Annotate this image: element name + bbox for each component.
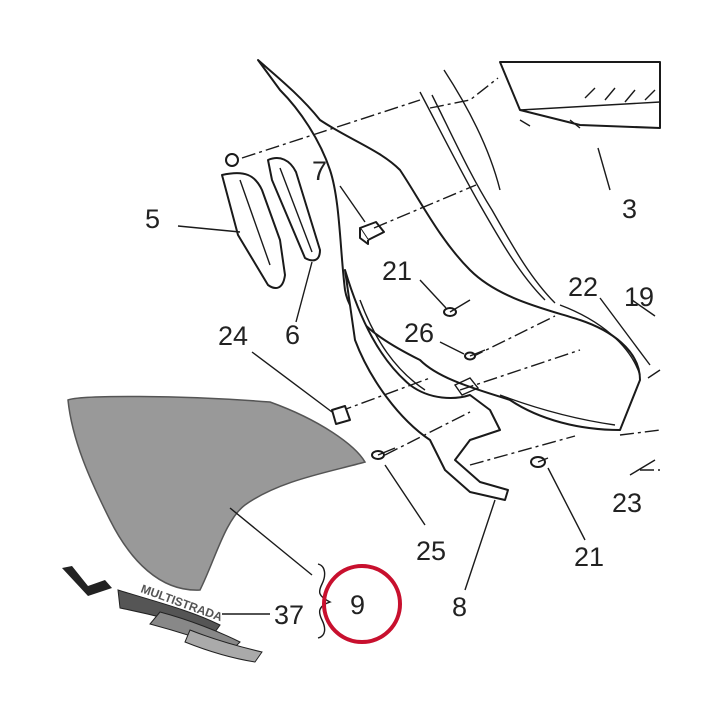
callout-24: 24 xyxy=(218,321,248,351)
callout-23: 23 xyxy=(612,488,642,518)
callout-8: 8 xyxy=(452,592,467,622)
assembly-lines xyxy=(241,99,661,471)
callout-37: 37 xyxy=(274,600,304,630)
screw-19 xyxy=(647,369,661,379)
callout-3: 3 xyxy=(622,194,637,224)
screw-21-upper xyxy=(443,299,471,317)
clip-24 xyxy=(331,405,351,425)
decal-logo-s xyxy=(184,629,263,663)
part-9-gray-panel xyxy=(67,395,367,591)
callout-9: 9 xyxy=(350,590,365,620)
callout-5: 5 xyxy=(145,204,160,234)
part-6-side-panel xyxy=(267,157,321,262)
callout-21-lower: 21 xyxy=(574,542,604,572)
bracket-9-37 xyxy=(317,563,332,639)
callout-25: 25 xyxy=(416,536,446,566)
callout-19: 19 xyxy=(624,282,654,312)
part-5-side-panel xyxy=(221,153,286,289)
part-3-frame xyxy=(429,61,661,129)
gray-panel-shape xyxy=(67,395,367,591)
screw-21-lower xyxy=(530,456,549,468)
callout-22: 22 xyxy=(568,272,598,302)
main-fairing xyxy=(257,59,641,431)
leader-lines xyxy=(177,147,656,615)
decal-logo-v xyxy=(62,566,112,596)
callout-6: 6 xyxy=(285,320,300,350)
callout-7: 7 xyxy=(312,156,327,186)
screw-26 xyxy=(464,349,486,361)
callout-21-upper: 21 xyxy=(382,256,412,286)
callout-26: 26 xyxy=(404,318,434,348)
fasteners xyxy=(331,299,661,468)
highlight-circle xyxy=(322,564,402,644)
screw-25 xyxy=(371,447,396,460)
callout-labels: 3 5 6 7 21 26 24 22 19 23 21 25 8 37 9 xyxy=(145,156,654,630)
